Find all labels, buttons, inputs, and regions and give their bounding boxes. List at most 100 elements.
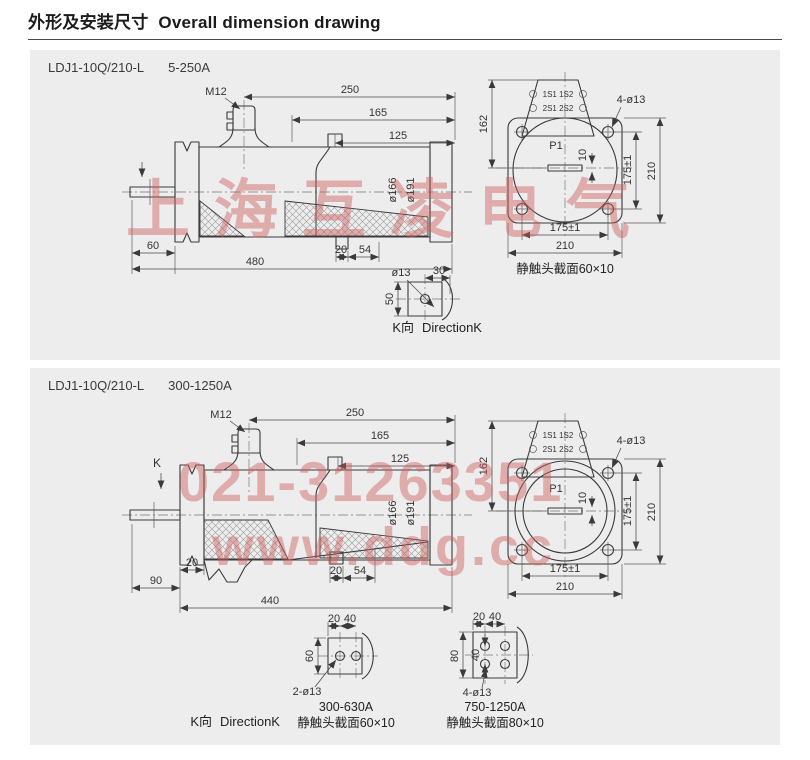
contact-face-caption: 静触头截面60×10: [516, 262, 614, 276]
k-view-caption-en: DirectionK: [220, 714, 280, 729]
dim-40: 40: [344, 613, 356, 625]
panel2-label: LDJ1-10Q/210-L 300-1250A: [48, 378, 232, 393]
page-header: 外形及安装尺寸 Overall dimension drawing: [28, 8, 782, 40]
k-label: K: [153, 456, 161, 470]
side-view-300-1250a: K M12 250 165: [122, 407, 472, 613]
page-title: 外形及安装尺寸 Overall dimension drawing: [28, 8, 782, 33]
contact-slot: [547, 507, 583, 515]
dim-20: 20: [473, 611, 485, 623]
k-view-caption-300-1250a: K向 DirectionK: [190, 714, 280, 729]
dim-165: 165: [371, 430, 389, 442]
dim-250: 250: [346, 407, 364, 419]
detail-a-caption: 静触头截面60×10: [297, 716, 395, 730]
panel2-model: LDJ1-10Q/210-L: [48, 378, 145, 393]
dim-210-side: 210: [646, 503, 658, 521]
epoxy-hatch: [199, 200, 246, 237]
panel1-label: LDJ1-10Q/210-L 5-250A: [48, 60, 210, 75]
front-view-5-250a: 1S1 1S2 2S1 2S2 P1 10 162 4-ø13 175±1 2: [478, 72, 666, 276]
contact-detail-300-630a: 20 40 60 2-ø13 300-630A 静触头截面60×10: [293, 613, 395, 730]
dim-90: 90: [150, 575, 162, 587]
dim-20: 20: [335, 244, 347, 256]
dim-480: 480: [246, 256, 264, 268]
panel1-model: LDJ1-10Q/210-L: [48, 60, 145, 75]
epoxy-hatch: [284, 200, 429, 237]
dia-13: ø13: [392, 267, 411, 279]
dim-162: 162: [478, 115, 490, 133]
detail-b-range: 750-1250A: [464, 700, 526, 714]
secondary-terminals-row1: 1S1 1S2: [543, 90, 574, 99]
contact-slot: [547, 164, 583, 172]
polarity-mark: P1: [549, 483, 562, 495]
dim-175-bottom: 175±1: [550, 563, 581, 575]
dim-210-bottom: 210: [556, 581, 574, 593]
dim-175-bottom: 175±1: [550, 222, 581, 234]
dim-175-side: 175±1: [622, 496, 634, 527]
insulator-sheave: [174, 141, 200, 243]
insulator-skirt: [203, 559, 253, 583]
terminal-box: [521, 79, 595, 137]
dim-50: 50: [384, 293, 396, 305]
dim-10: 10: [577, 149, 589, 161]
dim-40-inner: 40: [470, 649, 482, 661]
thread-label: M12: [210, 409, 231, 421]
dim-440: 440: [261, 595, 279, 607]
dim-20-left: 20: [186, 557, 198, 569]
dim-60: 60: [147, 240, 159, 252]
title-underline: [28, 39, 782, 40]
secondary-terminals-row1: 1S1 1S2: [543, 431, 574, 440]
epoxy-hatch: [319, 527, 429, 559]
dim-250: 250: [341, 84, 359, 96]
dim-54: 54: [354, 565, 366, 577]
terminal-box: [521, 420, 595, 478]
holes-label-4xd13: 4-ø13: [463, 687, 492, 699]
terminal-pad: [472, 631, 518, 679]
dim-20: 20: [328, 613, 340, 625]
thread-label: M12: [205, 86, 226, 98]
holes-label-2xd13: 2-ø13: [293, 686, 322, 698]
dim-20-right: 20: [330, 565, 342, 577]
mounting-flange: [507, 458, 623, 565]
panel-300-1250a: LDJ1-10Q/210-L 300-1250A K M12: [30, 368, 780, 745]
detail-a-range: 300-630A: [319, 700, 374, 714]
dim-175-side: 175±1: [622, 155, 634, 186]
drawing-300-1250a: K M12 250 165: [122, 407, 666, 730]
terminal-pad: [327, 637, 363, 675]
drawing-5-250a: M12 250 165 125 60 20 54 480 ø166: [122, 72, 666, 335]
k-view-caption-zh: K向: [392, 320, 414, 335]
dia-191: ø191: [405, 500, 417, 525]
side-view-5-250a: M12 250 165 125 60 20 54 480 ø166: [122, 84, 472, 274]
dia-166: ø166: [387, 177, 399, 202]
page-title-zh: 外形及安装尺寸: [28, 13, 149, 32]
dim-54: 54: [359, 244, 371, 256]
dim-210-side: 210: [646, 162, 658, 180]
bolt-holes-label: 4-ø13: [617, 435, 646, 447]
polarity-mark: P1: [549, 140, 562, 152]
panel1-current-range: 5-250A: [168, 60, 211, 75]
dim-125: 125: [391, 453, 409, 465]
dim-60: 60: [304, 650, 316, 662]
secondary-terminals-row2: 2S1 2S2: [543, 104, 574, 113]
k-view-caption-en: DirectionK: [422, 320, 482, 335]
page-title-en: Overall dimension drawing: [158, 13, 381, 32]
dim-80: 80: [449, 650, 461, 662]
terminal-pad: [407, 281, 443, 317]
dim-165: 165: [369, 107, 387, 119]
k-view-caption-zh: K向: [190, 714, 212, 729]
core-circle: [512, 117, 618, 223]
contact-detail-750-1250a: 20 40 80 40 4-ø13 750-1250A 静触头截面80×10: [446, 611, 544, 730]
dia-191: ø191: [405, 177, 417, 202]
dim-210-bottom: 210: [556, 240, 574, 252]
front-view-300-1250a: 1S1 1S2 2S1 2S2 P1 10 162 4-ø13 175±1: [478, 413, 666, 599]
dim-10: 10: [577, 492, 589, 504]
panel2-current-range: 300-1250A: [168, 378, 232, 393]
epoxy-hatch: [203, 519, 289, 560]
dim-40: 40: [489, 611, 501, 623]
secondary-terminals-row2: 2S1 2S2: [543, 445, 574, 454]
dim-30: 30: [433, 265, 445, 277]
dim-125: 125: [389, 130, 407, 142]
bolt-holes-label: 4-ø13: [617, 94, 646, 106]
dia-166: ø166: [387, 500, 399, 525]
detail-b-caption: 静触头截面80×10: [446, 716, 544, 730]
k-view-5-250a: ø13 30 50 K向 DirectionK: [384, 265, 482, 335]
